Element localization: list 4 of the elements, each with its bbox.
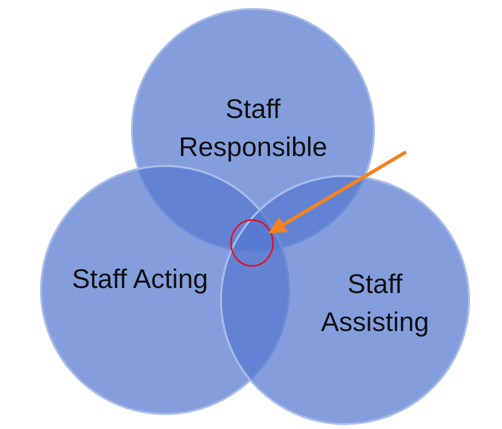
arrow	[268, 150, 407, 234]
circle-label: Staff Responsible	[178, 93, 328, 164]
circle-label: Staff Acting	[70, 263, 210, 296]
circle-label: Staff Assisting	[320, 268, 430, 339]
